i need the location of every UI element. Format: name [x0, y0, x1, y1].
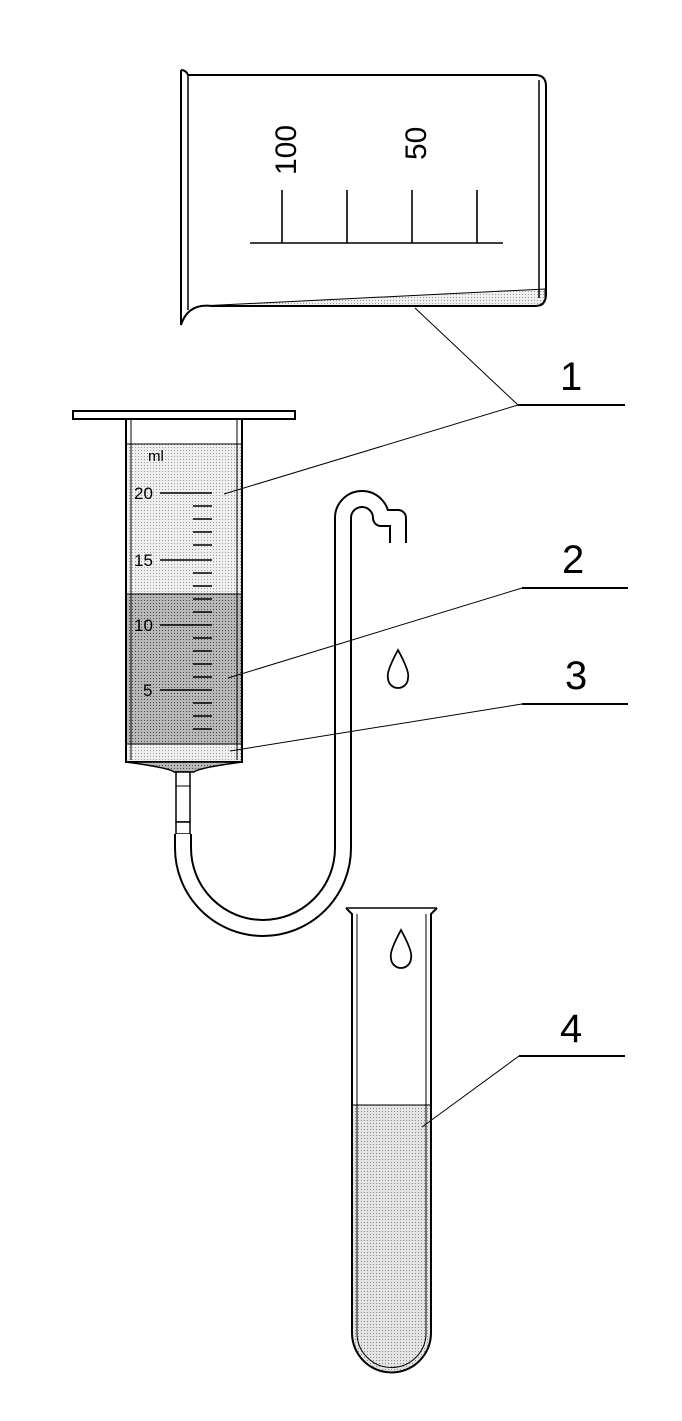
syringe-scale-label-15: 15 — [134, 551, 153, 570]
test-tube — [345, 907, 438, 1374]
beaker-liquid — [199, 288, 546, 307]
syringe-unit-label: ml — [148, 448, 164, 465]
drop-icon — [386, 648, 410, 689]
syringe-liquid-middle — [127, 594, 241, 744]
test-tube-liquid — [352, 1105, 431, 1373]
callout-1: 1 — [223, 307, 625, 495]
syringe-liquid-top — [127, 444, 241, 594]
beaker-scale — [250, 190, 503, 244]
syringe-graduations — [160, 492, 212, 730]
syringe-flange — [72, 410, 296, 420]
syringe: ml 20 15 10 5 — [72, 410, 296, 835]
beaker: 100 50 — [180, 69, 547, 326]
beaker-scale-label-100: 100 — [270, 125, 303, 175]
syringe-liquid-bottom — [127, 744, 241, 762]
callout-label-2: 2 — [562, 538, 584, 582]
test-tube-outline — [345, 907, 438, 1374]
callout-3: 3 — [229, 654, 628, 752]
tubing — [174, 490, 407, 937]
syringe-scale-label-10: 10 — [134, 616, 153, 635]
syringe-tip — [125, 761, 243, 773]
callout-4: 4 — [421, 1007, 625, 1128]
beaker-outline — [180, 69, 547, 326]
callout-2: 2 — [227, 538, 628, 679]
callout-label-4: 4 — [560, 1007, 582, 1051]
callout-label-1: 1 — [560, 355, 582, 399]
drop-icon — [389, 928, 413, 969]
syringe-scale-label-20: 20 — [134, 484, 153, 503]
callout-label-3: 3 — [565, 654, 587, 698]
beaker-scale-label-50: 50 — [400, 127, 433, 160]
syringe-scale-label-5: 5 — [143, 681, 152, 700]
syringe-nozzle — [175, 771, 191, 823]
